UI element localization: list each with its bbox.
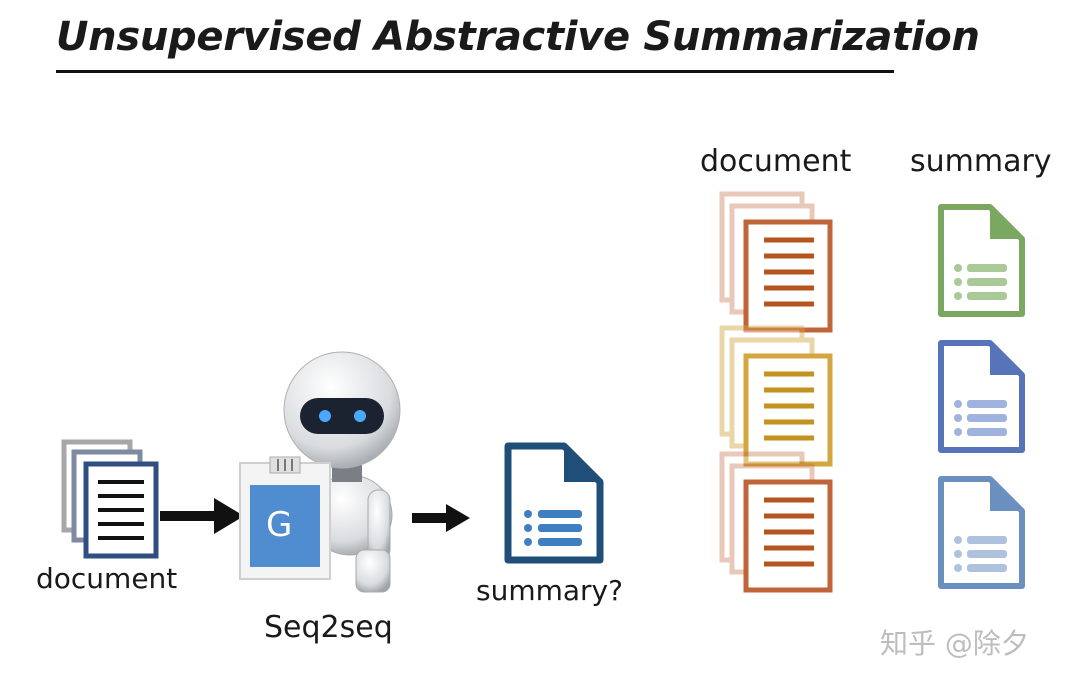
summary-file-icon — [938, 476, 1025, 589]
summary-column-header: summary — [910, 144, 1052, 179]
watermark: 知乎 @除夕 — [880, 627, 1029, 660]
input-document-label: document — [36, 562, 178, 595]
page-title: Unsupervised Abstractive Summarization — [56, 14, 980, 60]
output-summary-label: summary? — [476, 574, 623, 607]
arrow-right-icon — [412, 504, 470, 532]
document-stack-icon — [61, 439, 159, 559]
generator-badge-icon — [239, 456, 331, 580]
generator-badge-letter: G — [266, 505, 293, 545]
title-underline — [56, 70, 894, 73]
arrow-right-icon — [160, 498, 244, 534]
document-column-header: document — [700, 144, 852, 179]
document-stack-icon — [719, 451, 833, 593]
model-label: Seq2seq — [264, 610, 393, 645]
document-stack-icon — [719, 325, 833, 467]
summary-file-icon — [938, 204, 1025, 317]
document-stack-icon — [719, 191, 833, 333]
summary-file-icon — [938, 340, 1025, 453]
summary-file-icon — [504, 442, 604, 564]
